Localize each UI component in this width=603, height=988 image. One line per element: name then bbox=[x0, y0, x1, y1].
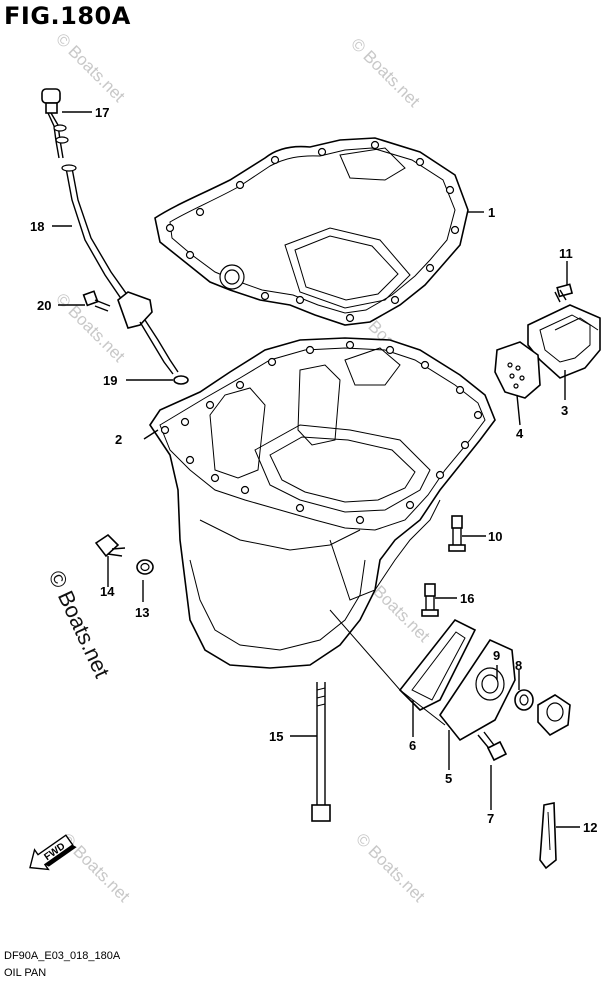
callout-8: 8 bbox=[515, 658, 522, 673]
callout-20: 20 bbox=[37, 298, 51, 313]
part-2-oil-pan bbox=[149, 337, 496, 669]
figure-code: DF90A_E03_018_180A bbox=[4, 950, 121, 962]
part-3-oil-strainer bbox=[527, 304, 601, 379]
callout-18: 18 bbox=[30, 219, 44, 234]
part-10-bolt bbox=[448, 515, 466, 552]
callout-5: 5 bbox=[445, 771, 452, 786]
leader-lines bbox=[52, 111, 580, 828]
callout-9: 9 bbox=[493, 648, 500, 663]
callout-14: 14 bbox=[100, 584, 115, 599]
callout-4: 4 bbox=[516, 426, 524, 441]
part-5-oil-filler-cover bbox=[439, 638, 516, 742]
callout-19: 19 bbox=[103, 373, 117, 388]
callout-13: 13 bbox=[135, 605, 149, 620]
watermark-text: © Boats.net bbox=[52, 29, 129, 106]
part-12-clip bbox=[539, 802, 557, 870]
callout-10: 10 bbox=[488, 529, 502, 544]
part-14-drain-bolt bbox=[94, 533, 126, 558]
part-9-gasket bbox=[514, 689, 534, 711]
callout-11: 11 bbox=[559, 246, 573, 261]
callouts: 1 2 3 4 5 6 7 8 9 10 11 12 13 14 15 16 1… bbox=[30, 105, 597, 835]
callout-15: 15 bbox=[269, 729, 283, 744]
part-6-cover-gasket bbox=[398, 618, 477, 711]
part-8-filler-cap bbox=[537, 694, 571, 737]
callout-1: 1 bbox=[488, 205, 495, 220]
fwd-arrow-icon: FWD bbox=[29, 834, 77, 871]
part-17-dipstick bbox=[41, 88, 69, 159]
callout-17: 17 bbox=[95, 105, 109, 120]
figure-title: FIG.180A bbox=[4, 2, 131, 30]
part-13-washer bbox=[136, 559, 154, 575]
callout-2: 2 bbox=[115, 432, 122, 447]
part-11-bolt bbox=[554, 283, 574, 303]
callout-12: 12 bbox=[583, 820, 597, 835]
watermark-text: © Boats.net bbox=[352, 829, 429, 906]
figure-name: OIL PAN bbox=[4, 967, 47, 979]
part-18-dipstick-guide bbox=[61, 164, 179, 375]
part-20-bolt bbox=[82, 290, 111, 312]
part-1-gasket bbox=[154, 137, 469, 326]
part-16-bolt bbox=[421, 583, 439, 617]
part-19-o-ring bbox=[173, 375, 189, 385]
part-4-strainer-gasket bbox=[494, 341, 541, 399]
callout-6: 6 bbox=[409, 738, 416, 753]
callout-3: 3 bbox=[561, 403, 568, 418]
callout-16: 16 bbox=[460, 591, 474, 606]
gasket-bolt-holes bbox=[165, 140, 460, 323]
oil-pan-bolt-holes bbox=[160, 340, 483, 525]
part-15-long-bolt bbox=[311, 682, 331, 822]
part-7-bolt bbox=[477, 731, 508, 762]
callout-7: 7 bbox=[487, 811, 494, 826]
watermark-text: © Boats.net bbox=[347, 34, 424, 111]
